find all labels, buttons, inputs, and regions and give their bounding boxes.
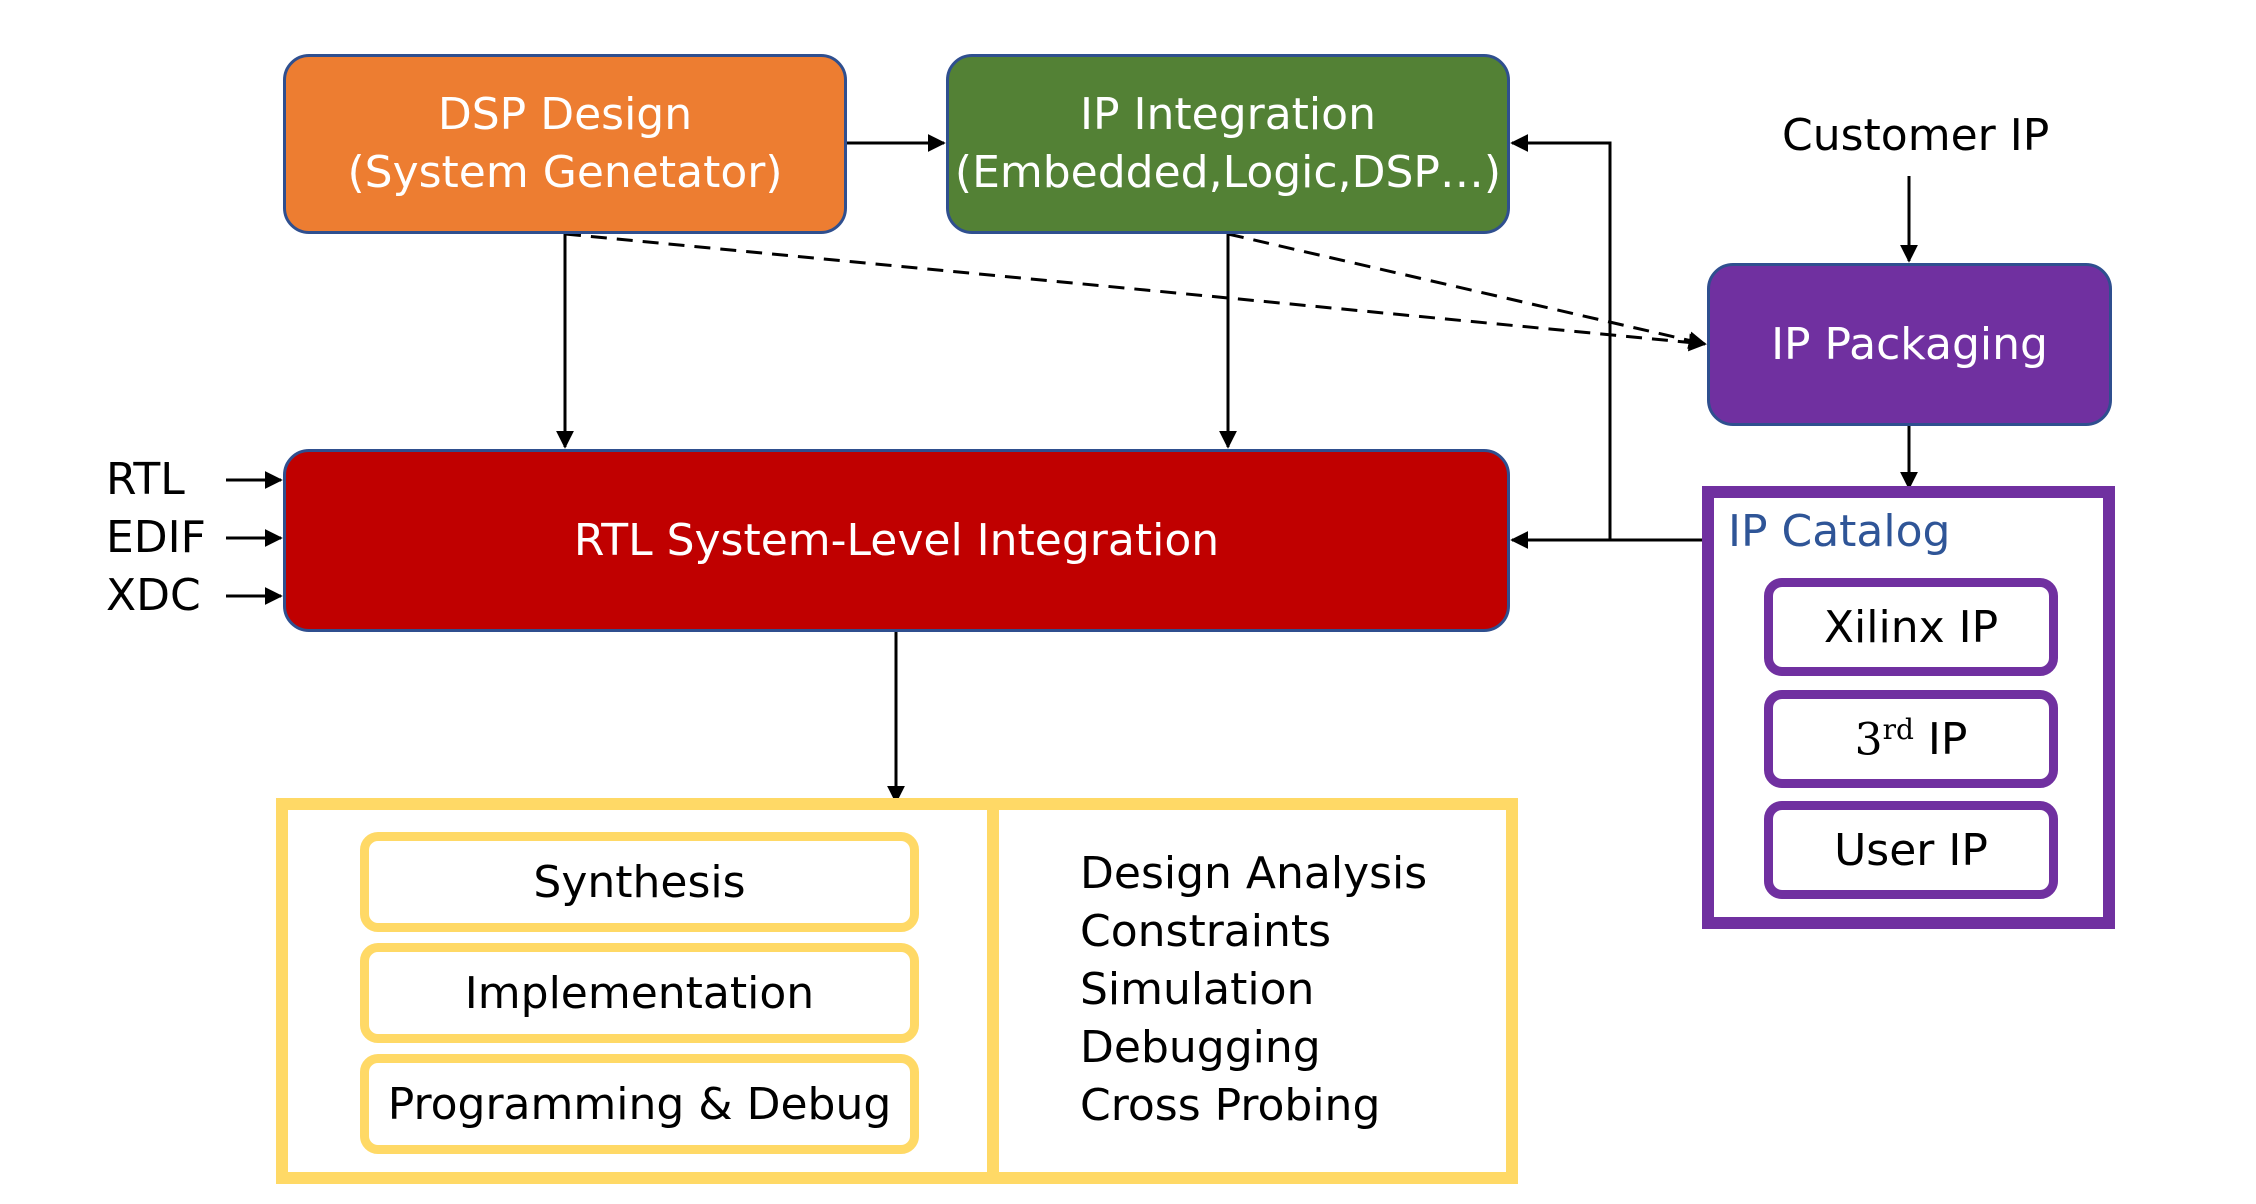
arrow-catalog-to-ipint — [1510, 134, 1612, 540]
feature-item: Constraints — [1080, 906, 1332, 957]
third-party-ordinal: 3rd — [1855, 713, 1914, 766]
design-features-list: Design Analysis Constraints Simulation D… — [1080, 845, 1427, 1135]
feature-item: Cross Probing — [1080, 1080, 1381, 1131]
catalog-item-label: Xilinx IP — [1823, 601, 1999, 653]
flow-step-implementation: Implementation — [360, 943, 919, 1043]
ip-catalog-title: IP Catalog — [1728, 506, 1951, 557]
flow-step-synthesis: Synthesis — [360, 832, 919, 932]
design-tools-frame — [276, 798, 1518, 1184]
feature-item: Debugging — [1080, 1022, 1321, 1073]
rtl-integration-label: RTL System-Level Integration — [573, 514, 1220, 566]
design-tools-divider — [987, 798, 999, 1184]
dsp-design-box: DSP Design (System Genetator) — [283, 54, 847, 234]
input-xdc-label: XDC — [106, 570, 201, 621]
catalog-item-third-party-ip: 3rd IP — [1764, 690, 2058, 788]
input-edif-label: EDIF — [106, 512, 206, 563]
customer-ip-label: Customer IP — [1782, 110, 2050, 161]
dashed-ipint-to-packaging — [1227, 232, 1707, 350]
ip-packaging-box: IP Packaging — [1707, 263, 2112, 426]
catalog-item-label: IP — [1927, 713, 1968, 765]
catalog-item-user-ip: User IP — [1764, 801, 2058, 899]
catalog-item-label: User IP — [1834, 824, 1988, 876]
ip-integration-title: IP Integration — [1080, 89, 1376, 140]
flow-step-programming-debug: Programming & Debug — [360, 1054, 919, 1154]
ip-integration-subtitle: (Embedded,Logic,DSP…) — [954, 147, 1502, 198]
flow-step-label: Synthesis — [533, 856, 746, 908]
feature-item: Simulation — [1080, 964, 1315, 1015]
ip-packaging-label: IP Packaging — [1771, 318, 2048, 370]
ip-integration-box: IP Integration (Embedded,Logic,DSP…) — [946, 54, 1510, 234]
flow-step-label: Programming & Debug — [387, 1078, 892, 1130]
catalog-item-xilinx-ip: Xilinx IP — [1764, 578, 2058, 676]
ordinal-number: 3 — [1854, 714, 1883, 766]
flow-step-label: Implementation — [464, 967, 815, 1019]
input-rtl-label: RTL — [106, 454, 185, 505]
ordinal-suffix: rd — [1882, 712, 1914, 746]
ip-catalog-frame — [1702, 486, 2115, 929]
dsp-design-title: DSP Design — [437, 89, 693, 140]
feature-item: Design Analysis — [1080, 848, 1428, 899]
dsp-design-subtitle: (System Genetator) — [347, 147, 783, 198]
dashed-dsp-to-packaging — [564, 232, 1707, 352]
rtl-integration-box: RTL System-Level Integration — [283, 449, 1510, 632]
